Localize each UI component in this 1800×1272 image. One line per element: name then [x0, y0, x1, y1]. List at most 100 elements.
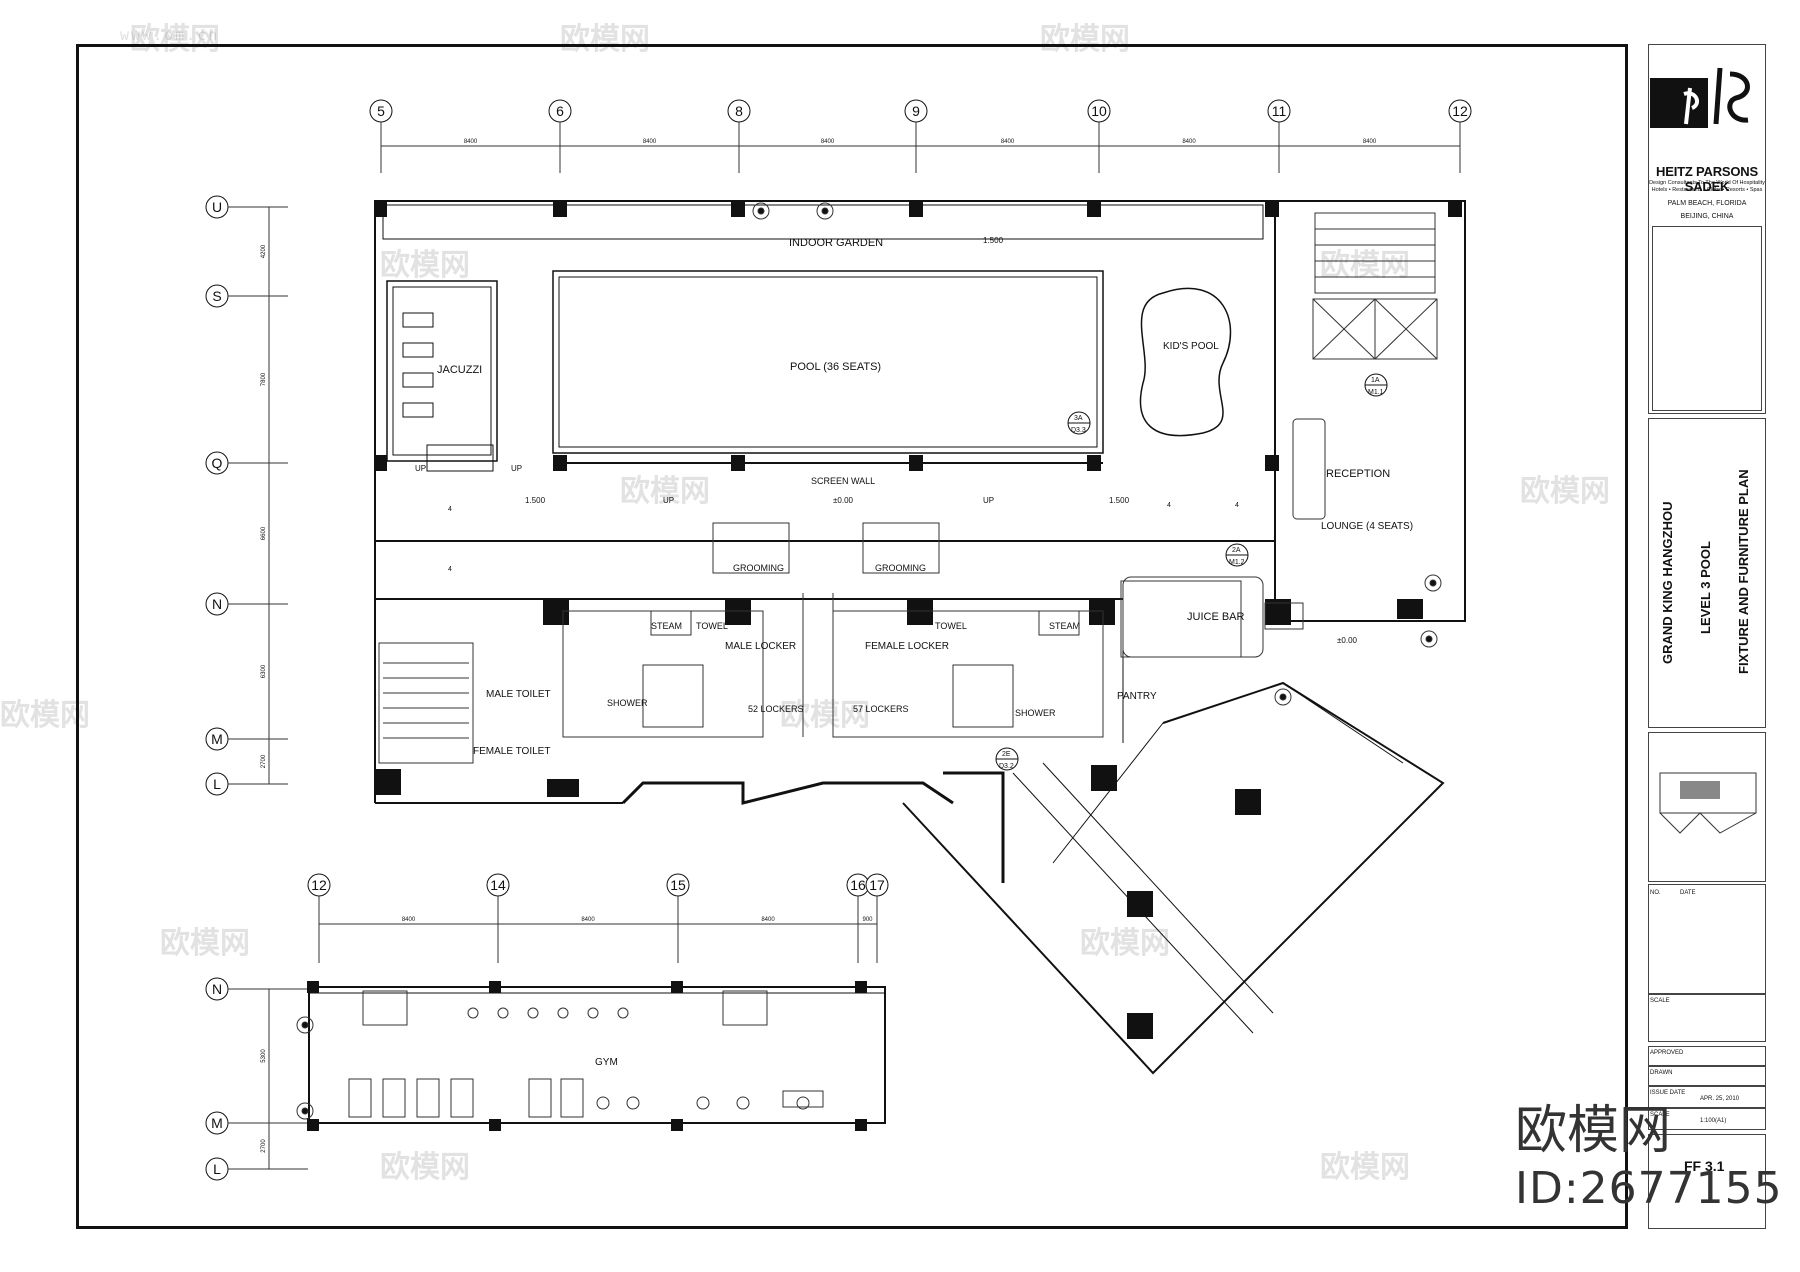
- label-lounge: LOUNGE (4 SEATS): [1321, 521, 1413, 532]
- grid-dimension: 4200: [261, 244, 267, 258]
- grid-dimension: 8400: [464, 139, 478, 145]
- watermark-logo: 欧模网: [1320, 1150, 1410, 1185]
- table-seats: 4: [448, 566, 452, 573]
- sheet-number: FF 3.1: [1684, 1158, 1725, 1174]
- exercise-machine-icon: [467, 1007, 479, 1019]
- key-plan-icon: [1659, 772, 1757, 834]
- up-label: UP: [663, 496, 674, 505]
- weight-bench-icon: [782, 1090, 824, 1108]
- scale2-box: [1648, 1108, 1766, 1130]
- label-female-locker: FEMALE LOCKER: [865, 641, 949, 652]
- gym-grid-bubble-left-label: L: [213, 1161, 221, 1177]
- label-female-toilet: FEMALE TOILET: [473, 746, 550, 757]
- grid-dimension: 5300: [261, 1049, 267, 1063]
- watermark-logo: 欧模网: [0, 698, 90, 733]
- label-male-locker: MALE LOCKER: [725, 641, 796, 652]
- label-screen-wall: SCREEN WALL: [811, 476, 875, 486]
- exercise-machine-icon: [626, 1096, 640, 1110]
- grid-dimension: 900: [862, 917, 873, 923]
- grid-bubble-left-label: U: [212, 199, 222, 215]
- label-jacuzzi: JACUZZI: [437, 364, 482, 376]
- firm-logo-icon: [1650, 67, 1750, 128]
- label-shower-2: SHOWER: [1015, 708, 1056, 718]
- label-male-toilet: MALE TOILET: [486, 689, 551, 700]
- drawing-name: FIXTURE AND FURNITURE PLAN: [1736, 469, 1751, 674]
- label-steam-1: STEAM: [651, 621, 682, 631]
- grid-dimension: 8400: [1363, 139, 1377, 145]
- grid-bubble-left-label: S: [212, 288, 221, 304]
- grid-bubble-top-label: 10: [1091, 103, 1107, 119]
- grid-dimension: 8400: [402, 917, 416, 923]
- gym-grid-bubble-left-label: N: [212, 981, 222, 997]
- grid-bubble-left-label: Q: [212, 455, 223, 471]
- exercise-machine-icon: [557, 1007, 569, 1019]
- project-name: GRAND KING HANGZHOU: [1660, 501, 1675, 665]
- label-towel-2: TOWEL: [935, 621, 967, 631]
- key-plan-box: [1648, 732, 1766, 882]
- gym-grid-bubble-left-label: M: [211, 1115, 223, 1131]
- level-mark-5: ±0.00: [1337, 636, 1358, 645]
- firm-tagline: Design Consultants To The World Of Hospi…: [1649, 180, 1765, 193]
- scale-label: SCALE: [1650, 998, 1670, 1004]
- watermark-site: www.om.cn: [120, 26, 220, 44]
- svg-text:3A: 3A: [1074, 415, 1083, 422]
- treadmill-icon: [528, 1078, 552, 1118]
- svg-text:2E: 2E: [1002, 751, 1011, 758]
- exercise-machine-icon: [596, 1096, 610, 1110]
- watermark-brand: 欧模网: [1515, 1101, 1672, 1161]
- table-seats: 4: [448, 506, 452, 513]
- label-grooming-2: GROOMING: [875, 563, 926, 573]
- notes-box: [1652, 226, 1762, 411]
- tree-icon: [1420, 630, 1438, 648]
- treadmill-icon: [450, 1078, 474, 1118]
- label-shower-1: SHOWER: [607, 698, 648, 708]
- scale-box: [1648, 994, 1766, 1042]
- drawn-box: [1648, 1066, 1766, 1086]
- label-juice-bar: JUICE BAR: [1187, 611, 1245, 623]
- exercise-machine-icon: [736, 1096, 750, 1110]
- issue-date-box: [1648, 1086, 1766, 1108]
- table-seats: 4: [1167, 502, 1171, 509]
- revision-date-label: DATE: [1680, 890, 1696, 896]
- exercise-machine-icon: [696, 1096, 710, 1110]
- grid-bubble-top-label: 6: [556, 103, 564, 119]
- grid-dimension: 8400: [581, 917, 595, 923]
- watermark-logo: 欧模网: [380, 248, 470, 283]
- level-mark-1: 1.500: [983, 236, 1004, 245]
- revision-box: [1648, 884, 1766, 994]
- exercise-machine-icon: [617, 1007, 629, 1019]
- section-tag: 2E D3.2: [995, 747, 1019, 771]
- tree-icon: [1424, 574, 1442, 592]
- firm-name: HEITZ PARSONS SADEK: [1656, 164, 1758, 194]
- level-mark-4: 1.500: [1109, 496, 1130, 505]
- grid-dimension: 2700: [261, 754, 267, 768]
- treadmill-icon: [382, 1078, 406, 1118]
- svg-text:D3.2: D3.2: [999, 763, 1014, 770]
- tree-icon: [1429, 579, 1437, 587]
- drawing-title-box: [1648, 418, 1766, 728]
- grid-bubble-top-label: 5: [377, 103, 385, 119]
- svg-text:M1.1: M1.1: [1368, 389, 1384, 396]
- grid-dimension: 8400: [1182, 139, 1196, 145]
- gym-grid-bubble-top-label: 15: [670, 877, 686, 893]
- tree-icon: [301, 1107, 309, 1115]
- level-name: LEVEL 3 POOL: [1698, 541, 1713, 634]
- watermark-id: ID:2677155: [1515, 1163, 1783, 1214]
- gym-grid-bubble-top-label: 14: [490, 877, 506, 893]
- grid-bubble-top-label: 12: [1452, 103, 1468, 119]
- drawn-label: DRAWN: [1650, 1070, 1673, 1076]
- office-location-2: BEIJING, CHINA: [1680, 213, 1734, 220]
- label-gym: GYM: [595, 1057, 618, 1068]
- grid-dimension: 8400: [1001, 139, 1015, 145]
- label-reception: RECEPTION: [1326, 468, 1390, 480]
- tree-icon: [296, 1016, 314, 1034]
- up-label: UP: [415, 464, 426, 473]
- grid-bubble-left-label: L: [213, 776, 221, 792]
- label-indoor-garden: INDOOR GARDEN: [789, 237, 883, 249]
- exercise-machine-icon: [587, 1007, 599, 1019]
- tree-icon: [1425, 635, 1433, 643]
- label-pool: POOL (36 SEATS): [790, 361, 881, 373]
- grid-dimension: 8400: [761, 917, 775, 923]
